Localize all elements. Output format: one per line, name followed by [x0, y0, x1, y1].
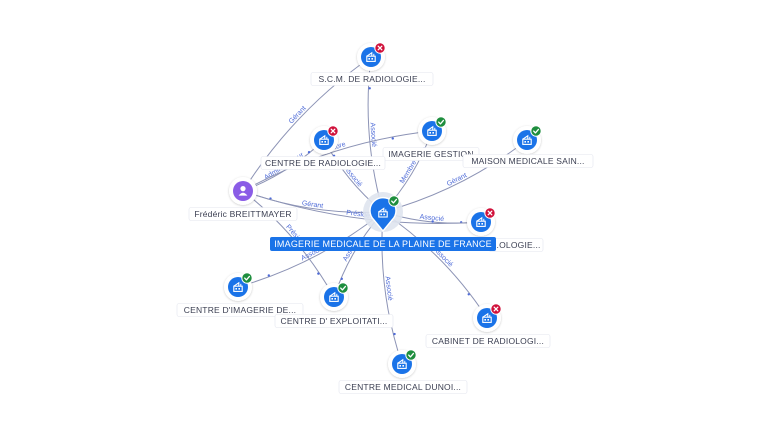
- center-label: IMAGERIE MEDICALE DE LA PLAINE DE FRANCE: [274, 239, 492, 249]
- edge-label: Gérant: [446, 172, 468, 188]
- edge-label: Associé: [383, 276, 393, 301]
- active-status-icon: [337, 282, 349, 294]
- active-status-icon: [388, 195, 400, 207]
- center-label-bg: [270, 237, 496, 251]
- edge-arrow: [368, 87, 371, 90]
- node-label: CENTRE D'IMAGERIE DE...: [184, 305, 297, 315]
- closed-status-icon: [484, 207, 496, 219]
- edge-label: Associé: [419, 214, 444, 223]
- node-label: CABINET DE RADIOLOGI...: [432, 336, 544, 346]
- edge-label: Gérant: [288, 105, 308, 125]
- node-imagerie_gestion[interactable]: IMAGERIE GESTION: [382, 116, 480, 161]
- node-label: MAISON MEDICALE SAIN...: [471, 156, 584, 166]
- node-centre_exploitation[interactable]: CENTRE D' EXPLOITATI...: [274, 282, 394, 328]
- closed-status-icon: [490, 303, 502, 315]
- node-label-bg: [462, 154, 594, 168]
- nodes-layer: S.C.M. DE RADIOLOGIE... IMAGERIE GESTION C…: [176, 42, 594, 394]
- edge-arrow: [317, 272, 320, 275]
- edge-arrow: [391, 137, 394, 140]
- edge-label: Gérant: [301, 200, 323, 210]
- edge-arrow: [267, 274, 270, 277]
- node-label: S.C.M. DE RADIOLOGIE...: [318, 74, 425, 84]
- closed-status-icon: [374, 42, 386, 54]
- node-label-bg: [188, 207, 298, 221]
- node-label-bg: [425, 334, 551, 348]
- node-centre_radiologie[interactable]: CENTRE DE RADIOLOGIE...: [260, 125, 386, 170]
- edge-label: Membre: [399, 159, 418, 185]
- edge-arrow: [307, 150, 311, 154]
- edge-frederic-ologie: [242, 190, 482, 224]
- edge-label: Associé: [368, 122, 377, 147]
- node-ologie[interactable]: ...OLOGIE...: [467, 207, 544, 252]
- node-label: CENTRE D' EXPLOITATI...: [281, 316, 388, 326]
- edge-arrow: [393, 332, 396, 336]
- node-label: Frédéric BREITTMAYER: [194, 209, 291, 219]
- edge-label: Président: [346, 210, 376, 221]
- edge-frederic-scm: [242, 56, 372, 192]
- active-status-icon: [241, 272, 253, 284]
- node-cabinet[interactable]: CABINET DE RADIOLOGI...: [425, 303, 551, 348]
- active-status-icon: [435, 116, 447, 128]
- person-icon: [233, 181, 253, 201]
- edge-arrow: [431, 220, 434, 223]
- edge-arrow: [467, 293, 470, 296]
- node-centre_medical[interactable]: CENTRE MEDICAL DUNOI...: [338, 349, 468, 394]
- node-label: CENTRE DE RADIOLOGIE...: [265, 158, 381, 168]
- node-label-bg: [260, 156, 386, 170]
- node-label-bg: [338, 380, 468, 394]
- node-label: CENTRE MEDICAL DUNOI...: [345, 382, 461, 392]
- closed-status-icon: [327, 125, 339, 137]
- node-label-bg: [274, 314, 394, 328]
- active-status-icon: [405, 349, 417, 361]
- center-node[interactable]: IMAGERIE MEDICALE DE LA PLAINE DE FRANCE: [270, 192, 496, 251]
- node-label-bg: [176, 303, 304, 317]
- node-centre_imagerie[interactable]: CENTRE D'IMAGERIE DE...: [176, 272, 304, 317]
- node-maison_medicale[interactable]: MAISON MEDICALE SAIN...: [462, 125, 594, 168]
- edge-arrow: [340, 277, 343, 281]
- edge-frederic-imagerie_gestion: [242, 130, 433, 192]
- node-scm[interactable]: S.C.M. DE RADIOLOGIE...: [310, 42, 434, 86]
- node-label: IMAGERIE GESTION: [388, 149, 473, 159]
- node-frederic[interactable]: Frédéric BREITTMAYER: [188, 177, 298, 221]
- node-label: ...OLOGIE...: [491, 240, 540, 250]
- node-label-bg: [382, 147, 480, 161]
- location-pin-icon: [369, 197, 397, 233]
- node-label-bg: [310, 72, 434, 86]
- active-status-icon: [530, 125, 542, 137]
